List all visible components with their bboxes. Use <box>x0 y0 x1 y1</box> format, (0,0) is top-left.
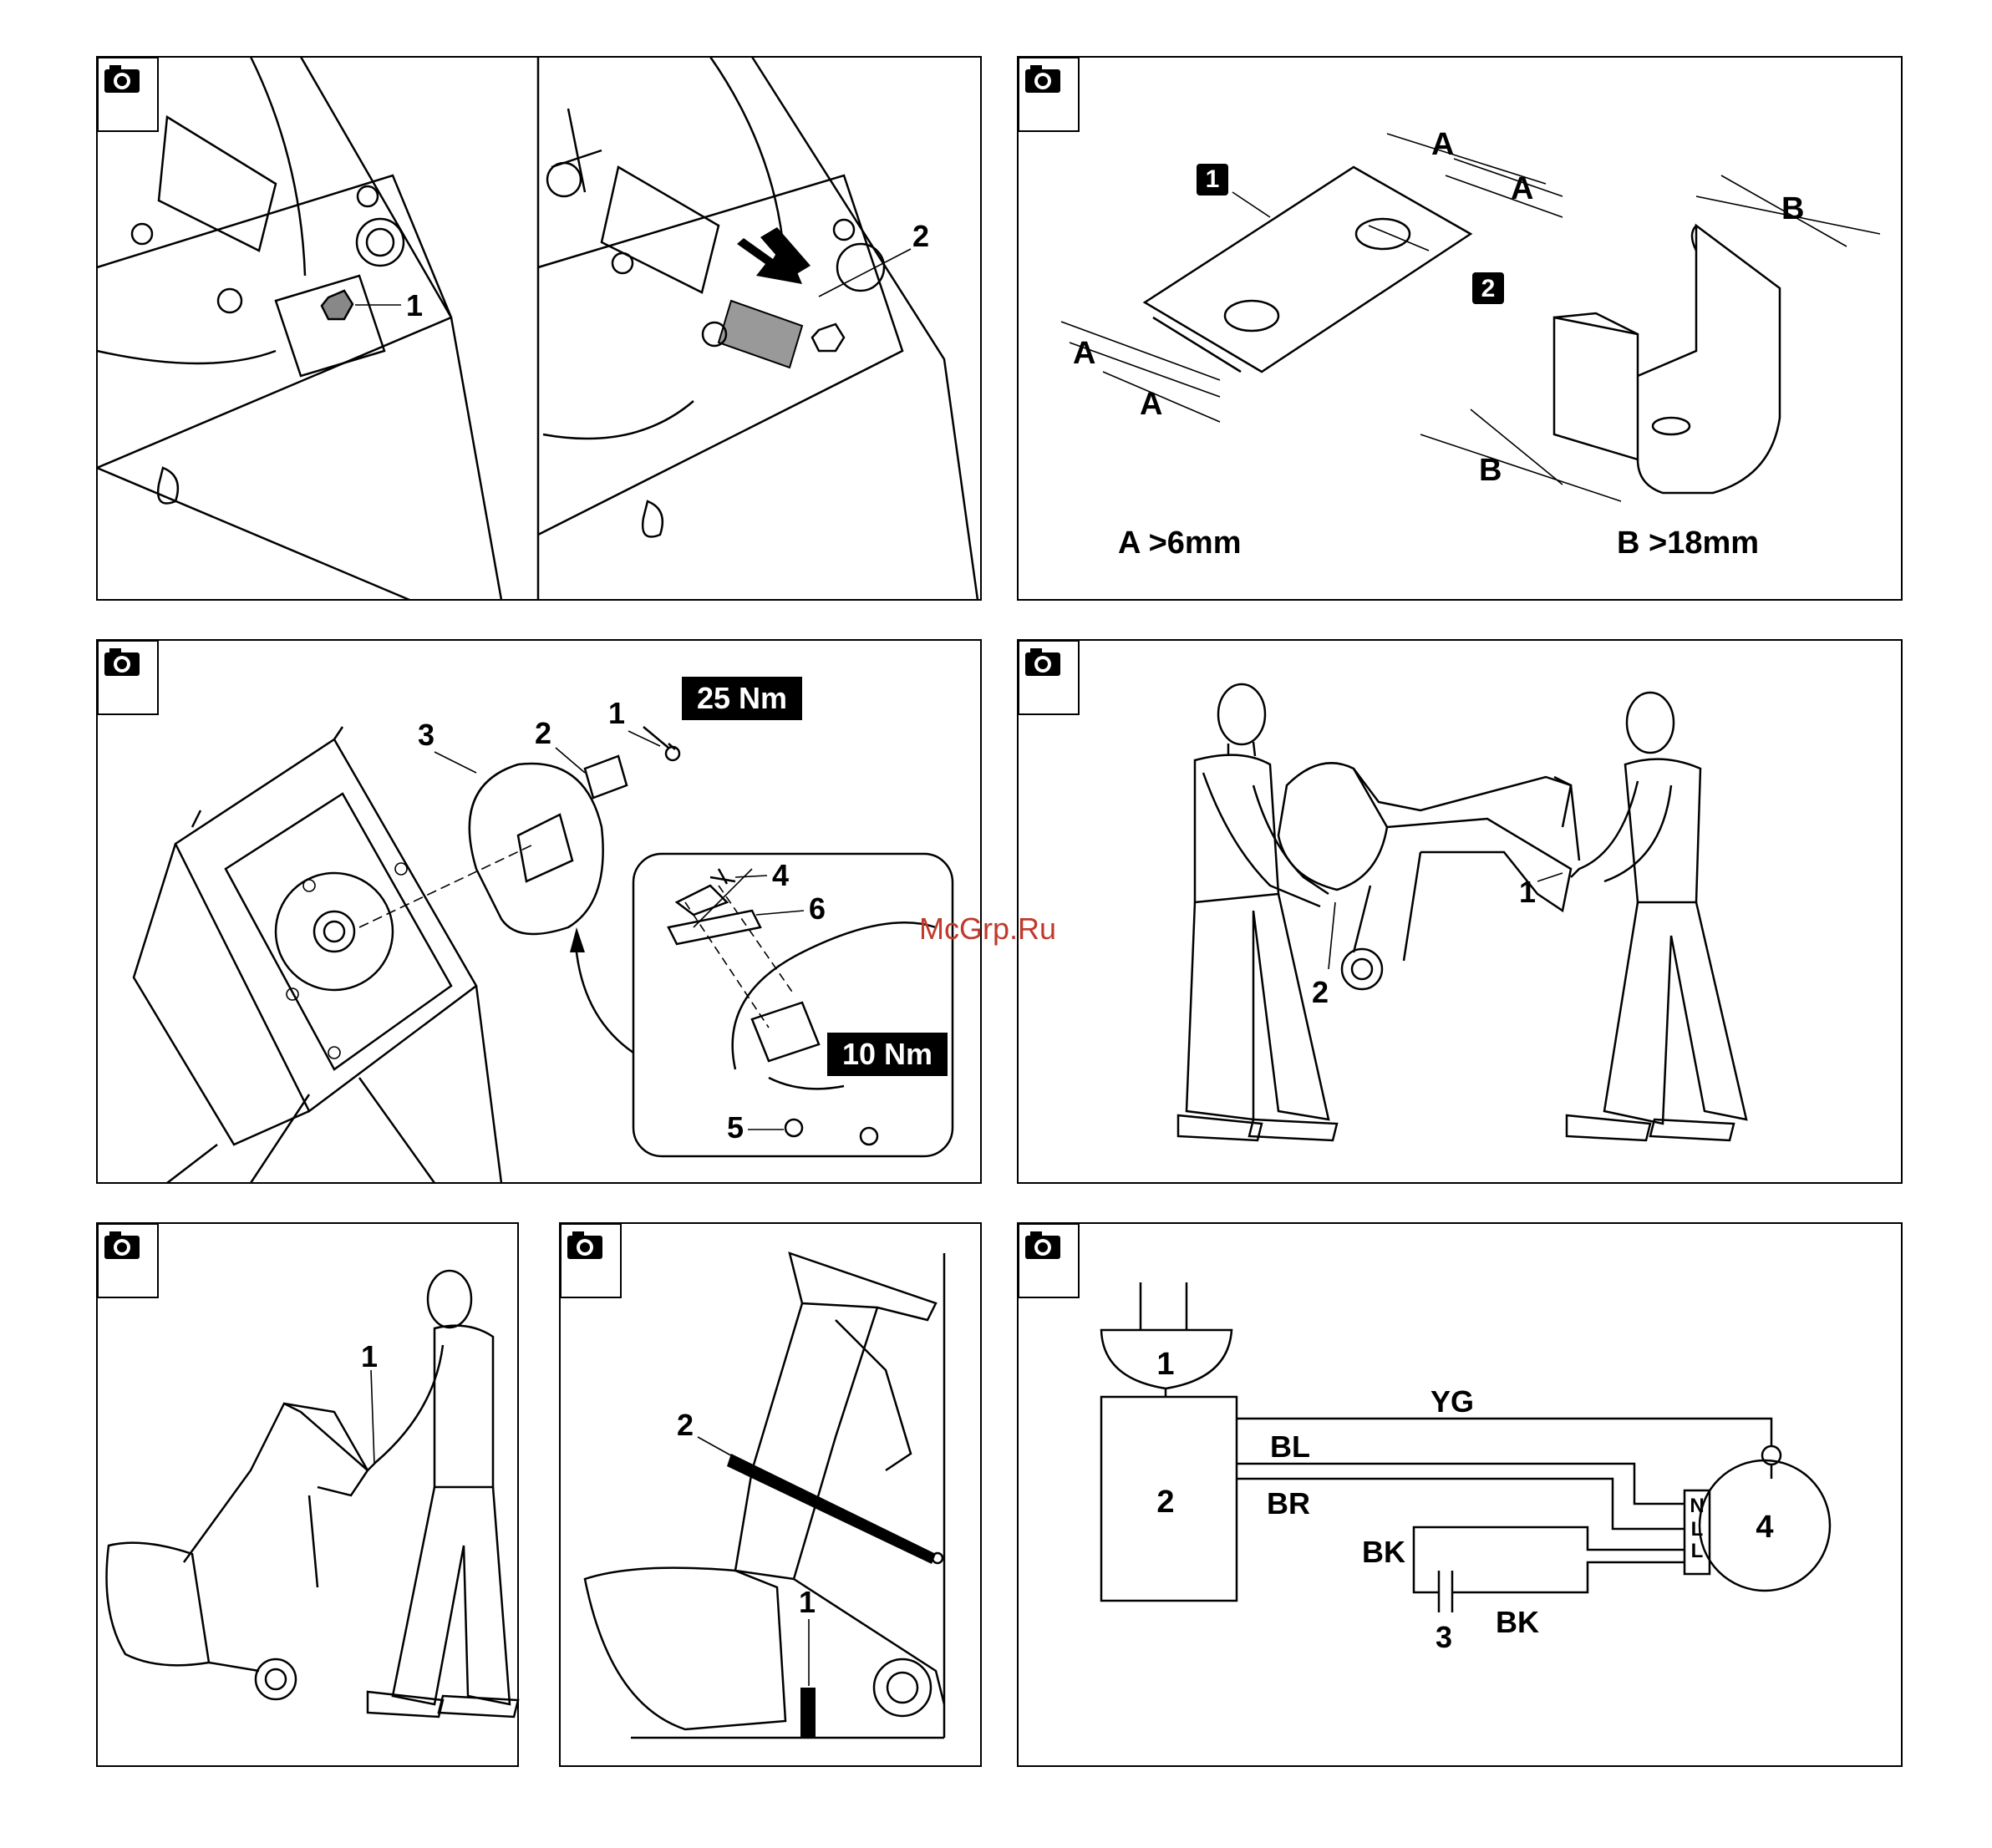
dim-b-label: B <box>1479 453 1502 488</box>
item-1-badge: 1 <box>1206 165 1220 193</box>
item-2-badge: 2 <box>1481 275 1496 302</box>
detail-inset: 4 6 5 10 Nm <box>633 854 953 1156</box>
panel-wiring: 1 2 YG BL BR BK BK 3 N L L 4 <box>1018 1223 1902 1766</box>
switch-box-label: 2 <box>1156 1485 1174 1520</box>
wire-bk-upper-label: BK <box>1362 1535 1405 1569</box>
camera-icon <box>1019 641 1079 714</box>
callout-3: 3 <box>418 718 434 752</box>
stand-block-1 <box>800 1688 816 1738</box>
capacitor-label: 3 <box>1436 1620 1452 1654</box>
camera-icon <box>98 58 158 131</box>
torque-25-text: 25 Nm <box>697 681 787 715</box>
callout-1: 1 <box>1519 875 1536 909</box>
panel-blade-removal: 1 2 <box>97 57 981 600</box>
panel-push: 1 <box>97 1223 518 1766</box>
callout-1: 1 <box>799 1585 816 1619</box>
callout-2: 2 <box>535 716 551 750</box>
dim-a-label: A <box>1073 336 1095 371</box>
limit-b-text: B >18mm <box>1617 525 1759 561</box>
torque-10-text: 10 Nm <box>842 1037 932 1071</box>
camera-icon <box>98 1224 158 1297</box>
plug-label: 1 <box>1156 1347 1174 1382</box>
motor-label: 4 <box>1756 1510 1773 1545</box>
panel-carry: 2 1 <box>1018 640 1902 1183</box>
watermark: McGrp.Ru <box>919 911 1056 946</box>
callout-5: 5 <box>727 1110 744 1145</box>
wire-br-label: BR <box>1267 1486 1310 1521</box>
panel-store: 2 1 <box>560 1223 981 1766</box>
dim-a-label: A <box>1511 171 1533 206</box>
callout-4: 4 <box>772 858 789 892</box>
callout-1: 1 <box>406 288 423 322</box>
camera-icon <box>1019 58 1079 131</box>
camera-icon <box>1019 1224 1079 1297</box>
wire-bk-lower-label: BK <box>1496 1605 1539 1639</box>
callout-2: 2 <box>912 219 929 253</box>
camera-icon <box>98 641 158 714</box>
camera-icon <box>561 1224 621 1297</box>
dim-a-label: A <box>1431 127 1454 162</box>
callout-1: 1 <box>361 1339 378 1373</box>
callout-2: 2 <box>1312 975 1329 1009</box>
limit-a-text: A >6mm <box>1118 525 1242 561</box>
callout-2: 2 <box>677 1408 694 1442</box>
callout-6: 6 <box>809 891 826 926</box>
panel-blade-assembly: 3 2 1 25 Nm 4 6 5 <box>97 640 981 1183</box>
dim-a-label: A <box>1140 387 1162 422</box>
wire-yg-label: YG <box>1430 1384 1474 1419</box>
wire-bl-label: BL <box>1270 1429 1310 1464</box>
callout-1: 1 <box>608 696 625 730</box>
panel-wear-limits: 1 A A A A 2 B B <box>1018 57 1902 600</box>
dim-b-label: B <box>1781 191 1804 226</box>
